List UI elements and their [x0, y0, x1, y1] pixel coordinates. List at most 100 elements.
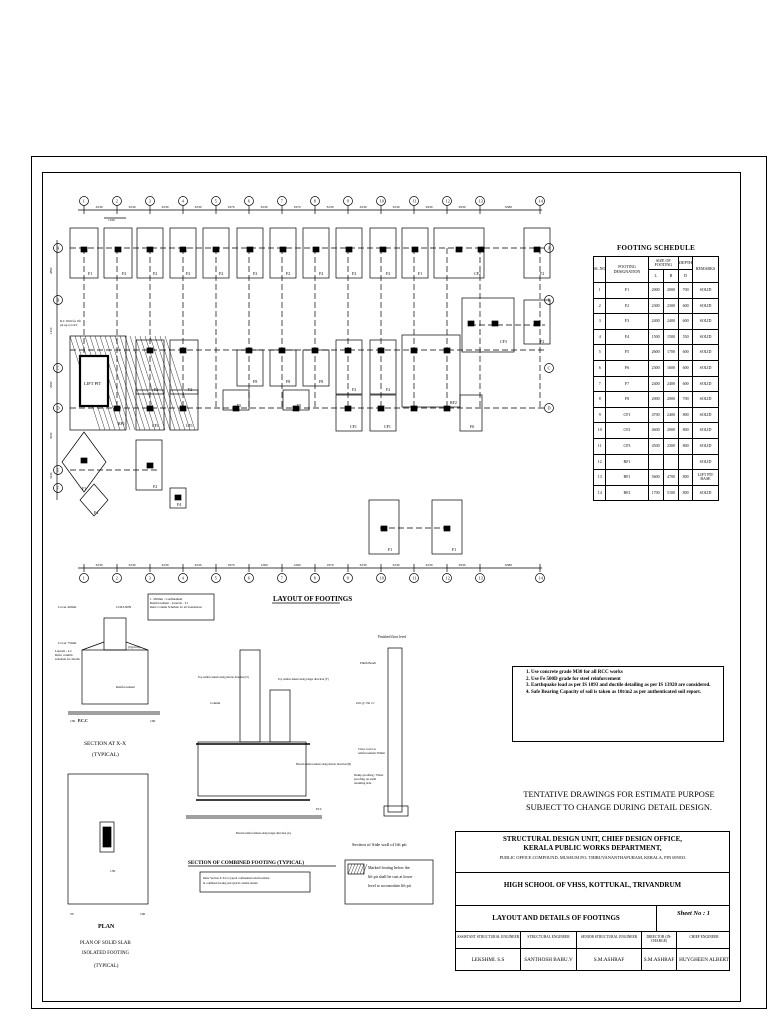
hatch-line [124, 335, 156, 431]
grid-label-bottom: 8 [314, 576, 316, 581]
grid-label-top: 5 [215, 199, 217, 204]
footing-outline-row-a [169, 227, 197, 279]
grid-label-top: 6 [248, 199, 250, 204]
hatch-line [144, 335, 176, 431]
schedule-cell: 600 [678, 344, 694, 361]
column-mark [455, 246, 463, 253]
schedule-cell: 4600 [647, 422, 664, 439]
grid-label-top: 2 [116, 199, 118, 204]
legend-hatch-line [347, 863, 353, 875]
grid-label-left: D [57, 406, 60, 411]
column-mark [146, 405, 154, 412]
schedule-cell: SOLID [692, 328, 719, 346]
grid-label-top: 8 [314, 199, 316, 204]
hatch-line [99, 335, 131, 431]
column-mark [443, 347, 451, 354]
schedule-cell: 14 [592, 484, 607, 502]
footing-label: F6 [470, 424, 474, 429]
column-mark [379, 246, 387, 253]
grid-bubble-bottom [277, 573, 287, 583]
dimension-text-top: 3230 [327, 205, 334, 209]
column-mark [146, 347, 154, 354]
grid-bubble-top [112, 196, 122, 206]
tentative-line: TENTATIVE DRAWINGS FOR ESTIMATE PURPOSE [523, 790, 715, 799]
schedule-header: DEPTH [678, 256, 694, 270]
grid-label-right: D [548, 406, 551, 411]
section-slope [81, 641, 105, 651]
schedule-cell: SOLID [692, 375, 719, 393]
grid-label-right: A [548, 246, 551, 251]
footing-outline-row-d [335, 394, 363, 432]
schedule-cell: 600 [678, 375, 694, 393]
roles-row: ASSISTANT STRUCTURAL ENGINEER STRUCTURAL… [456, 932, 729, 949]
grid-label-top: 13 [479, 199, 483, 204]
schedule-cell: LIFT PIT BASE [692, 469, 719, 486]
column-mark [377, 347, 385, 354]
side-wall-outline [387, 647, 403, 813]
grid-bubble-top [145, 196, 155, 206]
column-mark [410, 405, 418, 412]
footing-outline-row-d [369, 394, 397, 432]
footing-label: RF1 [118, 421, 125, 426]
title-block: STRUCTURAL DESIGN UNIT, CHIEF DESIGN OFF… [455, 831, 730, 971]
dimension-text-top: 3230 [393, 205, 400, 209]
grid-bubble-bottom [145, 573, 155, 583]
footing-label: CF2 [474, 271, 481, 276]
combined-note: Refer Section X-X for typical confinemen… [203, 876, 270, 880]
dimension-text-bottom: 1970 [228, 563, 235, 567]
general-notes: Use concrete grade M30 for all RCC works… [512, 666, 724, 742]
footing-label: F2 [352, 271, 356, 276]
signatory-name: S.M.ASHRAF [577, 949, 642, 971]
footing-outline-row-c [236, 349, 264, 387]
grid-bubble-top [409, 196, 419, 206]
column-mark [312, 246, 320, 253]
schedule-cell: 2400 [647, 375, 664, 393]
plan-column-outline [99, 821, 115, 853]
grid-bubble-right [544, 403, 554, 413]
drawing-title: LAYOUT AND DETAILS OF FOOTINGS [492, 914, 620, 922]
grid-label-top: 1 [83, 199, 85, 204]
schedule-cell: 10 [592, 422, 607, 439]
dimension-text-bottom: 1970 [327, 563, 334, 567]
column-mark [410, 347, 418, 354]
grid-label-bottom: 3 [149, 576, 151, 581]
note-item: Use concrete grade M30 for all RCC works [531, 670, 719, 677]
schedule-header: SIZE OF FOOTING [647, 256, 680, 270]
dimension-text-left: 4890 [49, 267, 53, 274]
grid-label-bottom: 12 [446, 576, 450, 581]
grid-label-bottom: 2 [116, 576, 118, 581]
dimension-text-top: 3230 [96, 205, 103, 209]
footing-diamond-small [79, 483, 109, 517]
column-mark [533, 246, 541, 253]
schedule-cell: RF1 [605, 453, 649, 471]
schedule-cell: 2400 [662, 313, 680, 330]
schedule-cell: 1500 [662, 328, 680, 346]
footing-label: F2 [386, 387, 390, 392]
schedule-cell: 13 [592, 469, 607, 486]
dimension-text-top: 2930 [459, 205, 466, 209]
footing-outline-row-b [523, 299, 551, 345]
footing-outline-row-c [335, 339, 363, 395]
column-mark [278, 347, 286, 354]
grid-bubble-bottom [244, 573, 254, 583]
schedule-cell: SOLID [692, 422, 719, 439]
schedule-cell: 3 [592, 313, 607, 330]
grid-label-bottom: 10 [380, 576, 384, 581]
column-mark [80, 246, 88, 253]
footing-label: CF1 [152, 423, 159, 428]
dimension-text-bottom: 3230 [426, 563, 433, 567]
column-mark [245, 347, 253, 354]
column-mark [174, 494, 182, 501]
section-label: P.C.C [78, 718, 88, 723]
dimension-text-bottom: 3230 [162, 563, 169, 567]
footing-label: F2 [219, 271, 223, 276]
schedule-cell: 2400 [647, 313, 664, 330]
plan-caption: (TYPICAL) [94, 964, 119, 969]
grid-label-top: 3 [149, 199, 151, 204]
grid-bubble-left [53, 363, 63, 373]
